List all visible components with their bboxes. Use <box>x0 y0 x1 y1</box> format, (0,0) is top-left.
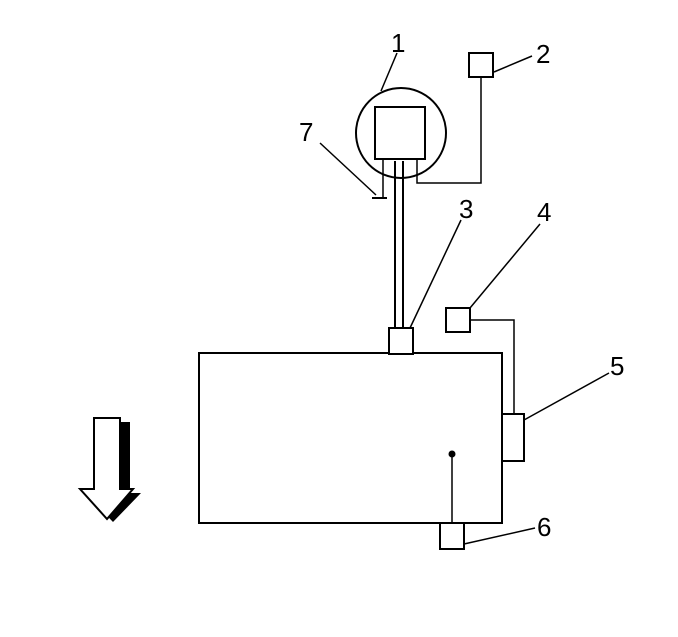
leader-6 <box>463 527 536 545</box>
leader-1 <box>380 52 398 92</box>
component-1-housing <box>355 87 447 179</box>
component-4 <box>445 307 471 333</box>
callout-3: 3 <box>459 194 473 224</box>
lead-1-to-2 <box>416 77 482 184</box>
callout-5: 5 <box>610 351 624 381</box>
leader-5 <box>523 372 610 421</box>
leader-2 <box>493 55 533 73</box>
internal-point <box>448 450 456 458</box>
leader-4 <box>469 223 541 309</box>
lead-4-to-5 <box>470 319 515 414</box>
callout-4: 4 <box>537 197 551 227</box>
main-module-body <box>198 352 503 524</box>
down-arrow-icon <box>77 417 141 522</box>
leader-3 <box>409 219 462 329</box>
connector-5 <box>501 413 525 462</box>
connector-3 <box>388 327 414 355</box>
callout-1: 1 <box>391 28 405 58</box>
callout-6: 6 <box>537 512 551 542</box>
leader-7 <box>319 142 377 196</box>
component-1-element <box>374 106 426 160</box>
callout-2: 2 <box>536 39 550 69</box>
component-2 <box>468 52 494 78</box>
callout-7: 7 <box>299 117 313 147</box>
connector-6 <box>439 522 465 550</box>
